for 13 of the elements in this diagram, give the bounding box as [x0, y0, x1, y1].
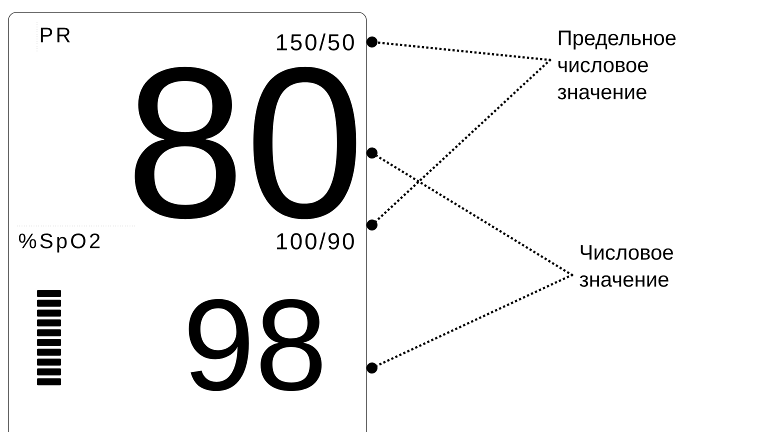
leader-line [366, 58, 552, 230]
parameter-label: PR [40, 28, 70, 42]
leader-line [366, 148, 574, 276]
leader-line [366, 274, 574, 374]
limit-value: 100/90 [277, 232, 354, 250]
numeric-value: 98 [188, 298, 322, 392]
screen-frame [8, 12, 367, 432]
leader-line [366, 36, 552, 62]
numeric-value: 80 [134, 66, 356, 220]
parameter-label: %SpO2 [18, 234, 100, 252]
callout-text: Предельное числовое значение [558, 30, 676, 100]
callout-text: Числовое значение [580, 245, 673, 287]
limit-value: 150/50 [277, 34, 354, 50]
